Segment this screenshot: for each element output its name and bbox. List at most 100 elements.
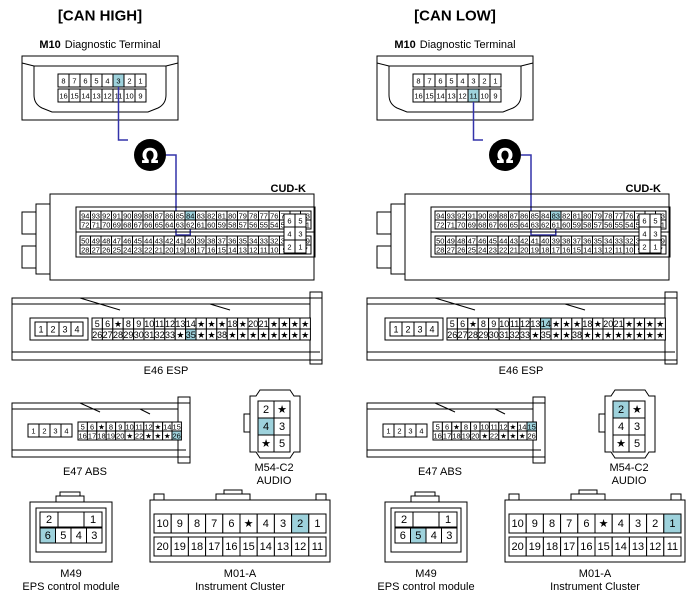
cudk-r1-9: 85 bbox=[174, 210, 186, 221]
m01-bottom-pin-1: 19 bbox=[170, 536, 189, 557]
e46-left-pin-3: 4 bbox=[425, 321, 439, 337]
cudk-r4-13: 15 bbox=[571, 244, 583, 255]
cudk-r2-14: 58 bbox=[581, 219, 593, 230]
cudk-r4-15: 13 bbox=[592, 244, 604, 255]
pin-label: 25 bbox=[468, 246, 476, 255]
e47-left-pin-3: 4 bbox=[415, 423, 428, 438]
pin-label: 27 bbox=[92, 246, 100, 255]
pin-label: 58 bbox=[228, 221, 236, 230]
m54-pin-3: 3 bbox=[273, 417, 291, 436]
pin-label: 4 bbox=[64, 427, 68, 436]
pin-label: 1 bbox=[314, 518, 320, 530]
e47-top-pin-0: 5 bbox=[432, 421, 443, 432]
e46-top-pin-19: ★ bbox=[644, 317, 656, 330]
pin-label: 1 bbox=[393, 325, 398, 335]
cudk-r3-5: 45 bbox=[487, 235, 499, 246]
cudk-r3-9: 41 bbox=[174, 235, 186, 246]
pin-label: ★ bbox=[239, 330, 247, 340]
pin-label: 25 bbox=[113, 246, 121, 255]
cudk-r4-6: 22 bbox=[142, 244, 154, 255]
e47-label: E47 ABS bbox=[63, 466, 107, 478]
m10-top-pin-7: 1 bbox=[134, 73, 147, 88]
e47-top-pin-1: 6 bbox=[441, 421, 453, 432]
m54-pin-2: 4 bbox=[612, 417, 630, 436]
pin-label: 20 bbox=[156, 541, 168, 553]
pin-label: 1 bbox=[386, 427, 390, 436]
cudk-r1-10: 84 bbox=[539, 210, 551, 221]
m01-top-pin-4: 6 bbox=[222, 513, 241, 534]
pin-label: 36 bbox=[228, 237, 236, 246]
e46-top-pin-5: 10 bbox=[498, 317, 510, 330]
pin-label: 5 bbox=[279, 438, 285, 450]
pin-label: 60 bbox=[562, 221, 570, 230]
m54-pin-4: ★ bbox=[257, 434, 275, 453]
pin-label: ★ bbox=[616, 438, 626, 450]
pin-label: 35 bbox=[239, 237, 247, 246]
cudk-r3-5: 45 bbox=[132, 235, 144, 246]
e46-top-pin-16: 21 bbox=[257, 317, 270, 330]
pin-label: 76 bbox=[270, 212, 278, 221]
e46-bottom-pin-20: ★ bbox=[654, 328, 666, 341]
pin-label: 2 bbox=[482, 77, 486, 86]
cudk-r3-2: 48 bbox=[455, 235, 467, 246]
e46-top-pin-9: 14 bbox=[185, 317, 197, 330]
e47-top-pin-1: 6 bbox=[86, 421, 98, 432]
m54-pin-0: 2 bbox=[257, 400, 275, 419]
pin-label: 3 bbox=[446, 530, 452, 542]
pin-label: 50 bbox=[81, 237, 89, 246]
pin-label: 26 bbox=[92, 330, 102, 340]
pin-label: ★ bbox=[176, 330, 184, 340]
e47-left-pin-0: 1 bbox=[382, 423, 395, 438]
pin-label: 21 bbox=[259, 319, 269, 329]
pin-label: 15 bbox=[573, 246, 581, 255]
pin-label: 72 bbox=[81, 221, 89, 230]
cudk-side-pin-5: 1 bbox=[294, 239, 307, 254]
pin-label: 19 bbox=[462, 432, 470, 441]
pin-label: 14 bbox=[228, 246, 236, 255]
e46-bottom-pin-17: ★ bbox=[268, 328, 280, 341]
pin-label: 62 bbox=[541, 221, 549, 230]
e46-top-pin-5: 10 bbox=[143, 317, 155, 330]
m01-top-pin-9: 1 bbox=[663, 513, 682, 534]
pin-label: ★ bbox=[594, 330, 602, 340]
m54-pin-3: 3 bbox=[628, 417, 646, 436]
pin-label: 61 bbox=[552, 221, 560, 230]
pin-label: 76 bbox=[625, 212, 633, 221]
pin-label: 72 bbox=[436, 221, 444, 230]
pin-label: ★ bbox=[270, 330, 278, 340]
pin-label: ★ bbox=[656, 319, 664, 329]
e47-top-pin-3: 8 bbox=[105, 421, 117, 432]
m01-bottom-pin-1: 19 bbox=[525, 536, 544, 557]
m10-bottom-pin-3: 13 bbox=[90, 88, 103, 103]
e46-bottom-pin-20: ★ bbox=[299, 328, 311, 341]
pin-label: 10 bbox=[156, 518, 168, 530]
e47-top-pin-2: ★ bbox=[451, 421, 462, 432]
pin-label: 38 bbox=[217, 330, 227, 340]
pin-label: ★ bbox=[646, 319, 654, 329]
cudk-r2-13: 59 bbox=[571, 219, 583, 230]
cudk-r1-13: 81 bbox=[216, 210, 228, 221]
e47-bottom-pin-3: 19 bbox=[105, 430, 117, 441]
pin-label: 2 bbox=[401, 514, 407, 526]
m54-pin-0: 2 bbox=[612, 400, 630, 419]
e46-top-pin-7: 12 bbox=[519, 317, 531, 330]
pin-label: 90 bbox=[123, 212, 131, 221]
e46-top-pin-14: ★ bbox=[592, 317, 604, 330]
pin-label: 32 bbox=[155, 330, 165, 340]
e46-top-pin-11: ★ bbox=[205, 317, 218, 330]
pin-label: ★ bbox=[635, 330, 643, 340]
e47-top-pin-7: 12 bbox=[143, 421, 154, 432]
pin-label: 61 bbox=[197, 221, 205, 230]
pin-label: ★ bbox=[249, 330, 257, 340]
pin-label: 1 bbox=[445, 514, 451, 526]
pin-label: 87 bbox=[510, 212, 518, 221]
cudk-r3-13: 37 bbox=[571, 235, 583, 246]
e46-top-pin-11: ★ bbox=[560, 317, 573, 330]
ohm-symbol: Ω bbox=[496, 144, 513, 168]
e46-top-pin-15: 20 bbox=[602, 317, 614, 330]
pin-label: 18 bbox=[227, 319, 237, 329]
pin-label: 58 bbox=[583, 221, 591, 230]
cudk-r2-11: 61 bbox=[550, 219, 562, 230]
pin-label: 79 bbox=[594, 212, 602, 221]
